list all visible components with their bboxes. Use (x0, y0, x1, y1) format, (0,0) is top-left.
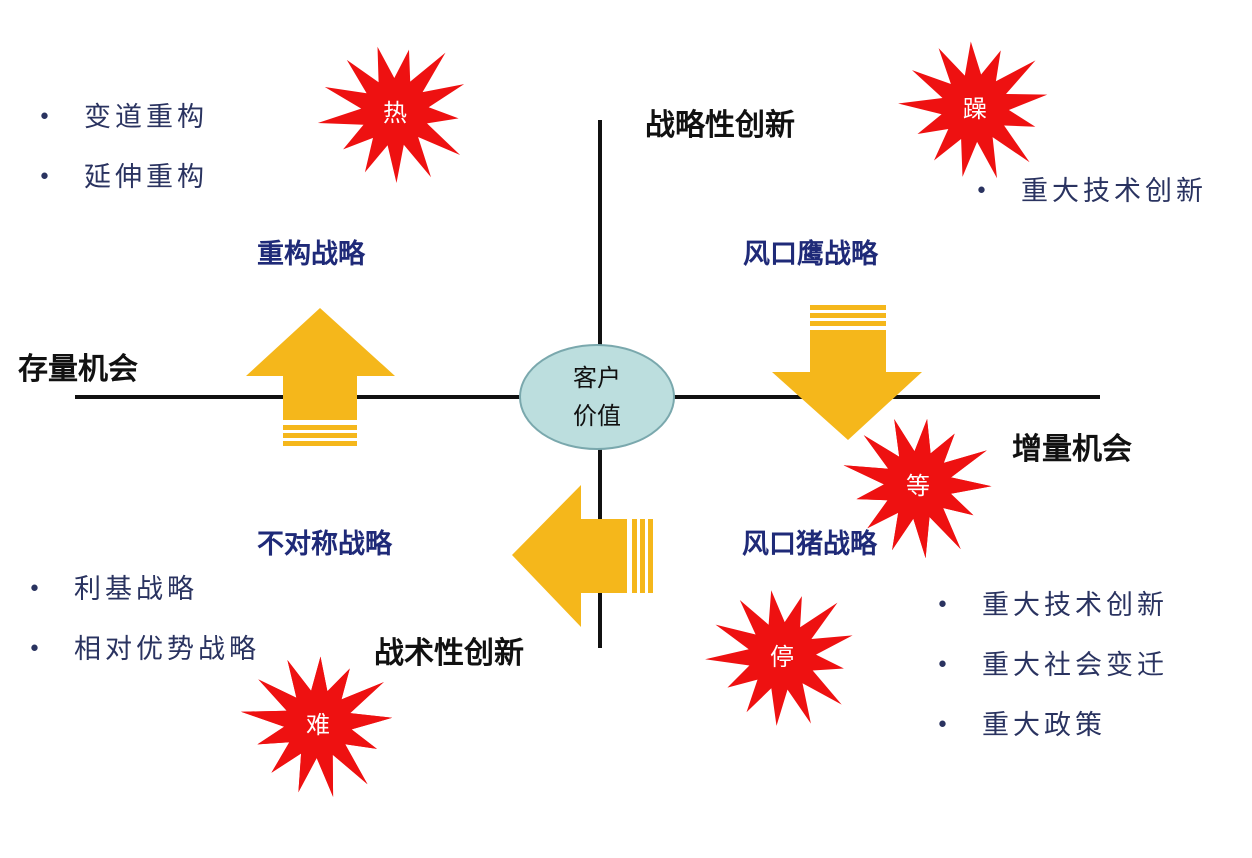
axis-right-label: 增量机会 (1012, 432, 1132, 467)
strategy-bottom-right: 风口猪战略 (742, 529, 877, 560)
strategy-top-right: 风口鹰战略 (743, 239, 878, 270)
list-item: 变道重构 (38, 101, 208, 161)
center-line-2: 价值 (573, 402, 621, 430)
bullets-top-left: 变道重构 延伸重构 (38, 101, 208, 221)
bullets-bottom-left: 利基战略 相对优势战略 (28, 573, 260, 693)
burst-restless: 躁 (898, 41, 1048, 179)
list-item: 重大社会变迁 (936, 649, 1168, 709)
down-arrow-icon (772, 305, 922, 440)
burst-hot: 热 (317, 46, 465, 183)
axis-top-label: 战略性创新 (645, 108, 795, 143)
bullets-bottom-right: 重大技术创新 重大社会变迁 重大政策 (936, 589, 1168, 769)
axis-left-label: 存量机会 (18, 352, 138, 387)
svg-text:难: 难 (306, 711, 330, 739)
list-item: 利基战略 (28, 573, 260, 633)
burst-hard: 难 (241, 656, 393, 797)
svg-text:躁: 躁 (963, 95, 987, 123)
center-line-1: 客户 (573, 364, 621, 392)
burst-stop: 停 (705, 590, 853, 726)
axis-bottom-label: 战术性创新 (374, 636, 524, 671)
list-item: 延伸重构 (38, 161, 208, 221)
left-arrow-icon (512, 485, 653, 627)
list-item: 重大技术创新 (975, 175, 1207, 235)
list-item: 重大政策 (936, 709, 1168, 769)
customer-value-ellipse (519, 344, 675, 450)
svg-text:停: 停 (770, 643, 794, 671)
up-arrow-icon (246, 308, 395, 446)
strategy-bottom-left: 不对称战略 (257, 529, 392, 560)
list-item: 重大技术创新 (936, 589, 1168, 649)
svg-text:等: 等 (906, 472, 930, 500)
strategy-top-left: 重构战略 (257, 239, 365, 270)
bullets-top-right: 重大技术创新 (975, 175, 1207, 235)
svg-text:热: 热 (383, 99, 407, 127)
list-item: 相对优势战略 (28, 633, 260, 693)
